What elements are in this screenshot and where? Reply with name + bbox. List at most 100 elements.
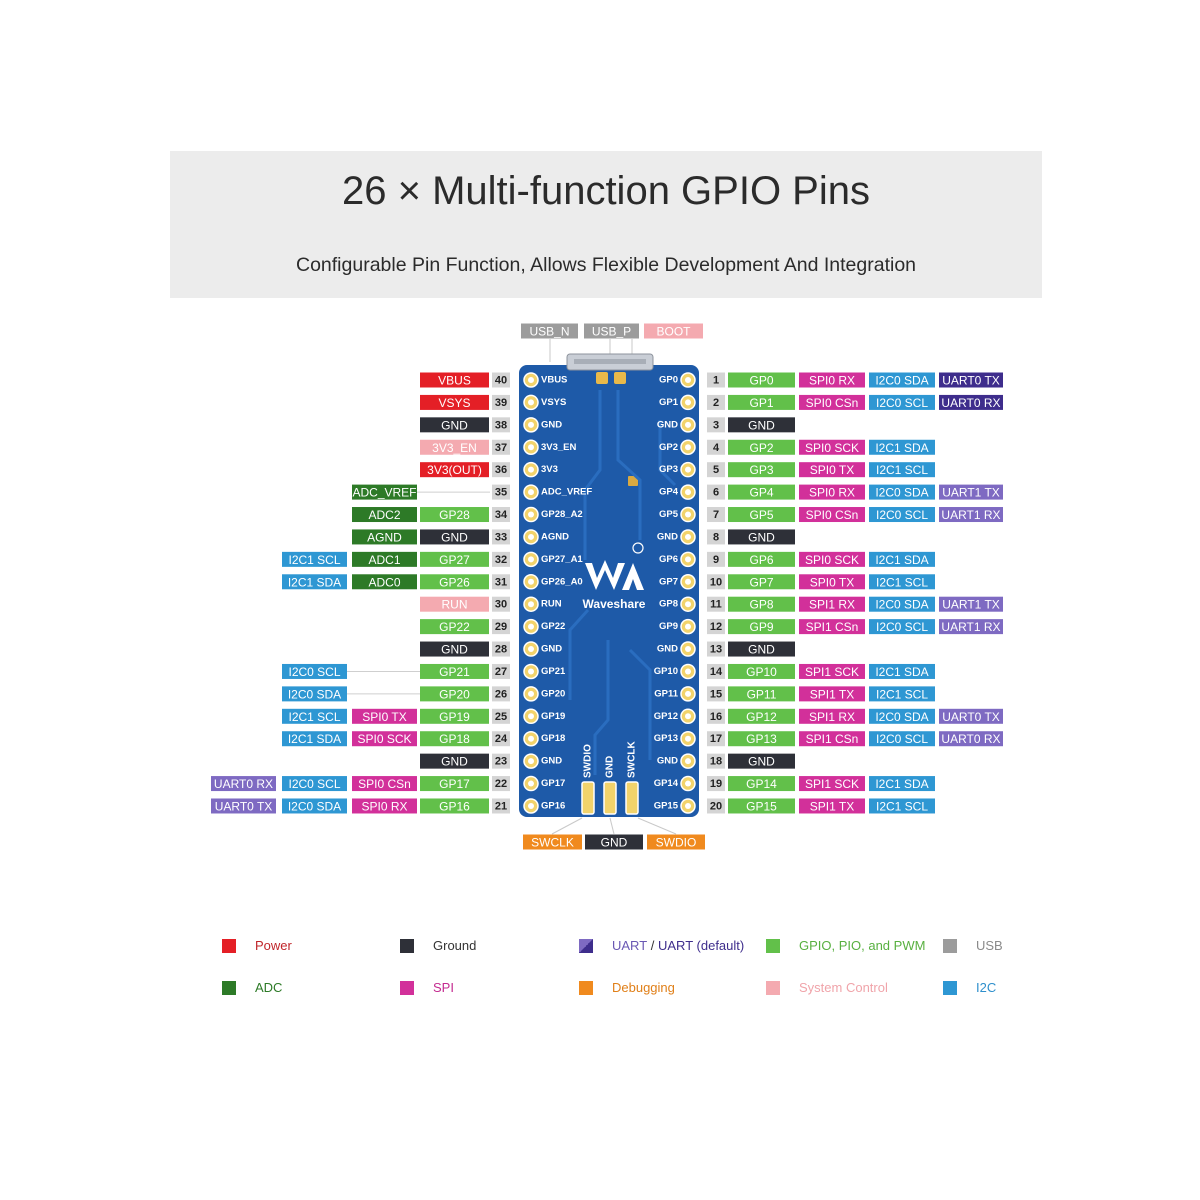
left-pin-label-bg xyxy=(420,776,489,792)
left-hole-center xyxy=(528,690,534,697)
left-pin-label: ADC_VREF xyxy=(352,484,417,500)
right-silkscreen-label: GP11 xyxy=(654,688,678,699)
left-pin-number-bg xyxy=(492,574,510,590)
left-pin-number: 32 xyxy=(495,554,507,566)
right-pin-label-text: I2C1 SDA xyxy=(875,777,928,791)
right-pin-label-text: UART0 RX xyxy=(941,732,1000,746)
right-pin-number: 12 xyxy=(710,621,722,633)
right-pin-number-bg xyxy=(707,462,725,478)
left-pin-label-text: ADC1 xyxy=(368,553,400,567)
right-pin-label: GP13 xyxy=(728,731,795,747)
right-pin-label: I2C0 SDA xyxy=(869,596,935,612)
left-hole-center xyxy=(528,533,534,540)
left-pin-label-text: GP18 xyxy=(439,732,470,746)
right-pin-label: SPI1 SCK xyxy=(799,776,865,792)
top-connector-label: USB_N xyxy=(521,323,578,339)
left-pin-number-bg xyxy=(492,439,510,455)
bottom-debug-label: SWDIO xyxy=(647,834,705,850)
right-pin-number: 9 xyxy=(713,554,719,566)
right-pin-number: 11 xyxy=(710,599,722,611)
left-pin-label-text: I2C1 SCL xyxy=(288,553,340,567)
left-pin-number-bg xyxy=(492,529,510,545)
right-pin-label-bg xyxy=(728,619,795,635)
left-pin-label: GP22 xyxy=(420,619,489,635)
left-pin-label: I2C1 SDA xyxy=(282,731,347,747)
left-pin-label-text: I2C0 SDA xyxy=(288,799,341,813)
left-hole-center xyxy=(528,489,534,496)
bottom-leader-line xyxy=(551,817,583,835)
left-pin-label-text: GP28 xyxy=(439,508,470,522)
right-pin-label-text: UART1 TX xyxy=(942,486,1000,500)
right-pin-label-text: UART0 RX xyxy=(941,396,1000,410)
right-pin-label-text: GP11 xyxy=(747,687,777,701)
left-hole-center xyxy=(528,556,534,563)
top-connector-label-text: USB_P xyxy=(592,325,631,339)
right-pin-label-bg xyxy=(799,574,865,590)
left-pin-label-bg xyxy=(420,507,489,523)
left-pin-label-text: VBUS xyxy=(438,374,471,388)
left-pin-label-text: GP22 xyxy=(439,620,470,634)
pcb-trace xyxy=(593,640,610,775)
left-pin-number: 27 xyxy=(495,666,507,678)
left-pin-label-bg xyxy=(282,798,347,814)
right-pin-label-text: SPI1 CSn xyxy=(806,732,859,746)
right-pin-label-text: GP10 xyxy=(746,665,777,679)
right-pin-label: GP14 xyxy=(728,776,795,792)
right-pin-label: UART0 TX xyxy=(939,372,1003,388)
left-pin-label-bg xyxy=(420,798,489,814)
right-pin-label: I2C1 SCL xyxy=(869,686,935,702)
left-pin-label-text: SPI0 SCK xyxy=(357,732,411,746)
left-silkscreen-label: GP27_A1 xyxy=(541,554,583,565)
right-pin-label: UART1 TX xyxy=(939,484,1003,500)
right-pin-label-text: SPI0 TX xyxy=(810,463,854,477)
right-pin-number-bg xyxy=(707,574,725,590)
right-pin-label: I2C0 SCL xyxy=(869,394,935,410)
right-pin-label-text: I2C0 SDA xyxy=(875,598,928,612)
left-pin-label: GP18 xyxy=(420,731,489,747)
left-pin-label: ADC0 xyxy=(352,574,417,590)
left-hole-center xyxy=(528,758,534,765)
right-pin-label: SPI0 SCK xyxy=(799,439,865,455)
right-pin-number-bg xyxy=(707,686,725,702)
right-pin-label: UART0 TX xyxy=(939,708,1003,724)
right-pin-label-text: GP9 xyxy=(749,620,773,634)
right-pin-label: UART0 RX xyxy=(939,731,1003,747)
swd-pad xyxy=(625,781,639,815)
left-pin-label: GP16 xyxy=(420,798,489,814)
right-pin-label-text: SPI0 CSn xyxy=(806,396,859,410)
left-silkscreen-label: GND xyxy=(541,419,562,430)
right-pin-label: I2C1 SDA xyxy=(869,551,935,567)
right-pin-number-bg xyxy=(707,663,725,679)
left-pin-label: GP26 xyxy=(420,574,489,590)
right-silkscreen-label: GP8 xyxy=(659,599,678,610)
bottom-debug-label-bg xyxy=(647,834,705,850)
right-silkscreen-label: GP7 xyxy=(659,576,678,587)
page-subtitle: Configurable Pin Function, Allows Flexib… xyxy=(295,254,917,276)
right-pin-label-text: SPI0 RX xyxy=(809,486,855,500)
left-pin-label-bg xyxy=(211,776,276,792)
right-silkscreen-label: GND xyxy=(657,531,678,542)
waveshare-logo-icon xyxy=(585,560,625,590)
right-hole-center xyxy=(685,399,691,406)
right-pin-label-bg xyxy=(799,439,865,455)
right-pin-label: GP7 xyxy=(728,574,795,590)
right-pin-label-bg xyxy=(728,507,795,523)
right-pin-number: 8 xyxy=(713,531,719,543)
right-pin-number-bg xyxy=(707,551,725,567)
right-pin-label-bg xyxy=(869,462,935,478)
right-pin-number: 2 xyxy=(713,397,719,409)
right-pin-label-bg xyxy=(869,507,935,523)
right-pin-label-bg xyxy=(799,507,865,523)
right-pin-label-text: I2C0 SDA xyxy=(875,374,928,388)
left-pin-label: GP19 xyxy=(420,708,489,724)
right-pin-number-bg xyxy=(707,372,725,388)
left-pin-label-bg xyxy=(420,731,489,747)
left-pin-label: GP20 xyxy=(420,686,489,702)
right-pin-label-bg xyxy=(728,753,795,769)
right-pin-number: 13 xyxy=(710,644,722,656)
right-pin-label-text: I2C0 SDA xyxy=(875,486,928,500)
left-pin-label-text: GND xyxy=(441,643,468,657)
left-hole-center xyxy=(528,668,534,675)
